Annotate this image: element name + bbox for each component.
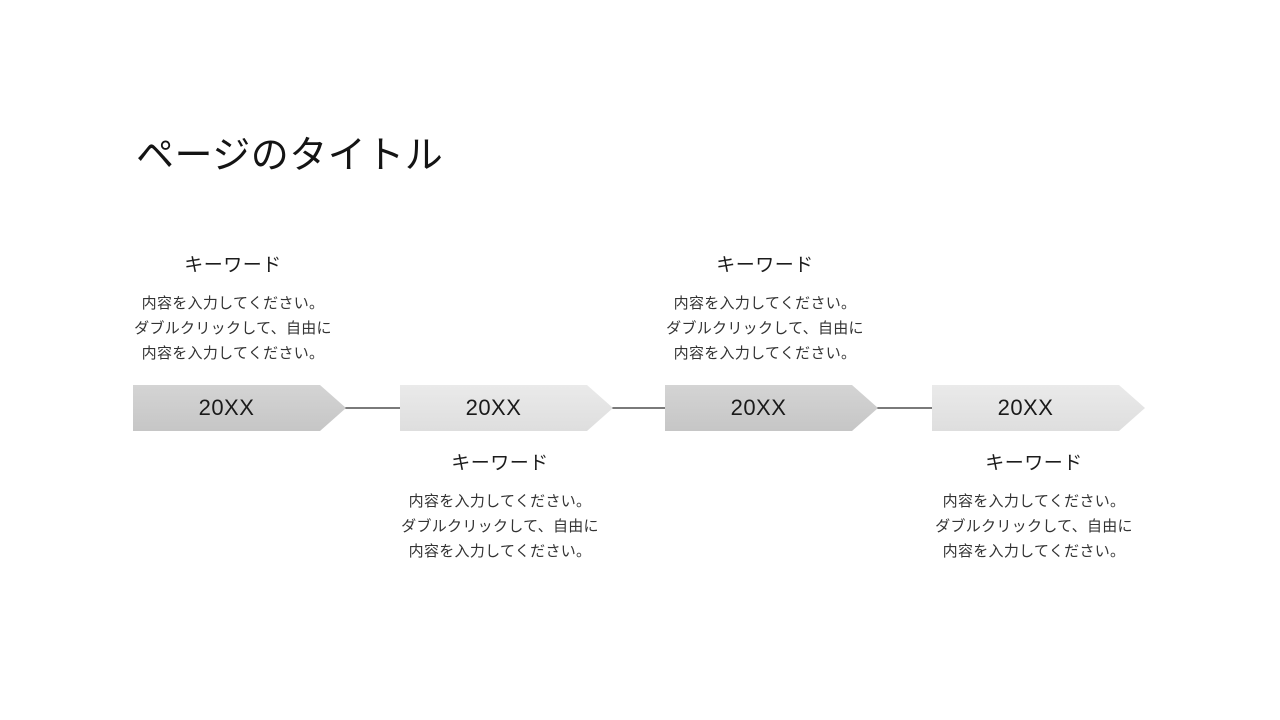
keyword-body-line: ダブルクリックして、自由に bbox=[401, 518, 599, 535]
keyword-body-line: ダブルクリックして、自由に bbox=[134, 320, 332, 337]
keyword-body-line: 内容を入力してください。 bbox=[141, 345, 325, 362]
keyword-body-line: ダブルクリックして、自由に bbox=[935, 518, 1133, 535]
keyword-body-line: 内容を入力してください。 bbox=[408, 543, 592, 560]
keyword-body-line: 内容を入力してください。 bbox=[141, 295, 325, 312]
keyword-body-line: ダブルクリックして、自由に bbox=[666, 320, 864, 337]
keyword-body-line: 内容を入力してください。 bbox=[673, 345, 857, 362]
year-label: 20XX bbox=[997, 395, 1054, 420]
year-label: 20XX bbox=[730, 395, 787, 420]
keyword-body-line: 内容を入力してください。 bbox=[408, 493, 592, 510]
milestone-arrow-2[interactable]: 20XX bbox=[400, 385, 613, 431]
connector-line bbox=[612, 407, 666, 409]
keyword-title: キーワード bbox=[716, 255, 814, 276]
keyword-title: キーワード bbox=[985, 453, 1083, 474]
year-label: 20XX bbox=[465, 395, 522, 420]
connector-line bbox=[345, 407, 401, 409]
milestone-arrow-3[interactable]: 20XX bbox=[665, 385, 878, 431]
keyword-title: キーワード bbox=[451, 453, 549, 474]
page-title[interactable]: ページのタイトル bbox=[136, 135, 444, 177]
keyword-block-1[interactable]: キーワード 内容を入力してください。 ダブルクリックして、自由に 内容を入力して… bbox=[83, 252, 383, 366]
keyword-body-line: 内容を入力してください。 bbox=[942, 493, 1126, 510]
keyword-block-4[interactable]: キーワード 内容を入力してください。 ダブルクリックして、自由に 内容を入力して… bbox=[884, 450, 1184, 564]
keyword-block-3[interactable]: キーワード 内容を入力してください。 ダブルクリックして、自由に 内容を入力して… bbox=[615, 252, 915, 366]
keyword-body-line: 内容を入力してください。 bbox=[942, 543, 1126, 560]
year-label: 20XX bbox=[198, 395, 255, 420]
keyword-title: キーワード bbox=[184, 255, 282, 276]
keyword-block-2[interactable]: キーワード 内容を入力してください。 ダブルクリックして、自由に 内容を入力して… bbox=[350, 450, 650, 564]
connector-line bbox=[877, 407, 933, 409]
milestone-arrow-1[interactable]: 20XX bbox=[133, 385, 346, 431]
keyword-body-line: 内容を入力してください。 bbox=[673, 295, 857, 312]
milestone-arrow-4[interactable]: 20XX bbox=[932, 385, 1145, 431]
